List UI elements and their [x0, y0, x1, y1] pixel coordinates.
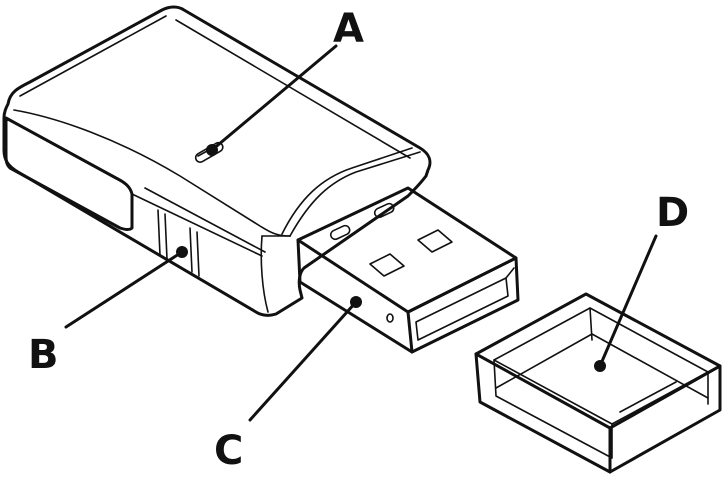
callout-d: D — [594, 190, 689, 372]
usb-connector — [296, 186, 520, 354]
callout-label-c: C — [214, 428, 243, 474]
callout-label-b: B — [28, 332, 59, 378]
callout-label-d: D — [656, 190, 689, 236]
side-vents — [157, 209, 200, 277]
dongle-body — [2, 5, 432, 317]
callout-a: A — [206, 6, 364, 156]
protective-cap — [474, 292, 722, 474]
callout-b: B — [28, 246, 188, 378]
callout-label-a: A — [333, 6, 364, 52]
callout-c: C — [214, 296, 362, 474]
